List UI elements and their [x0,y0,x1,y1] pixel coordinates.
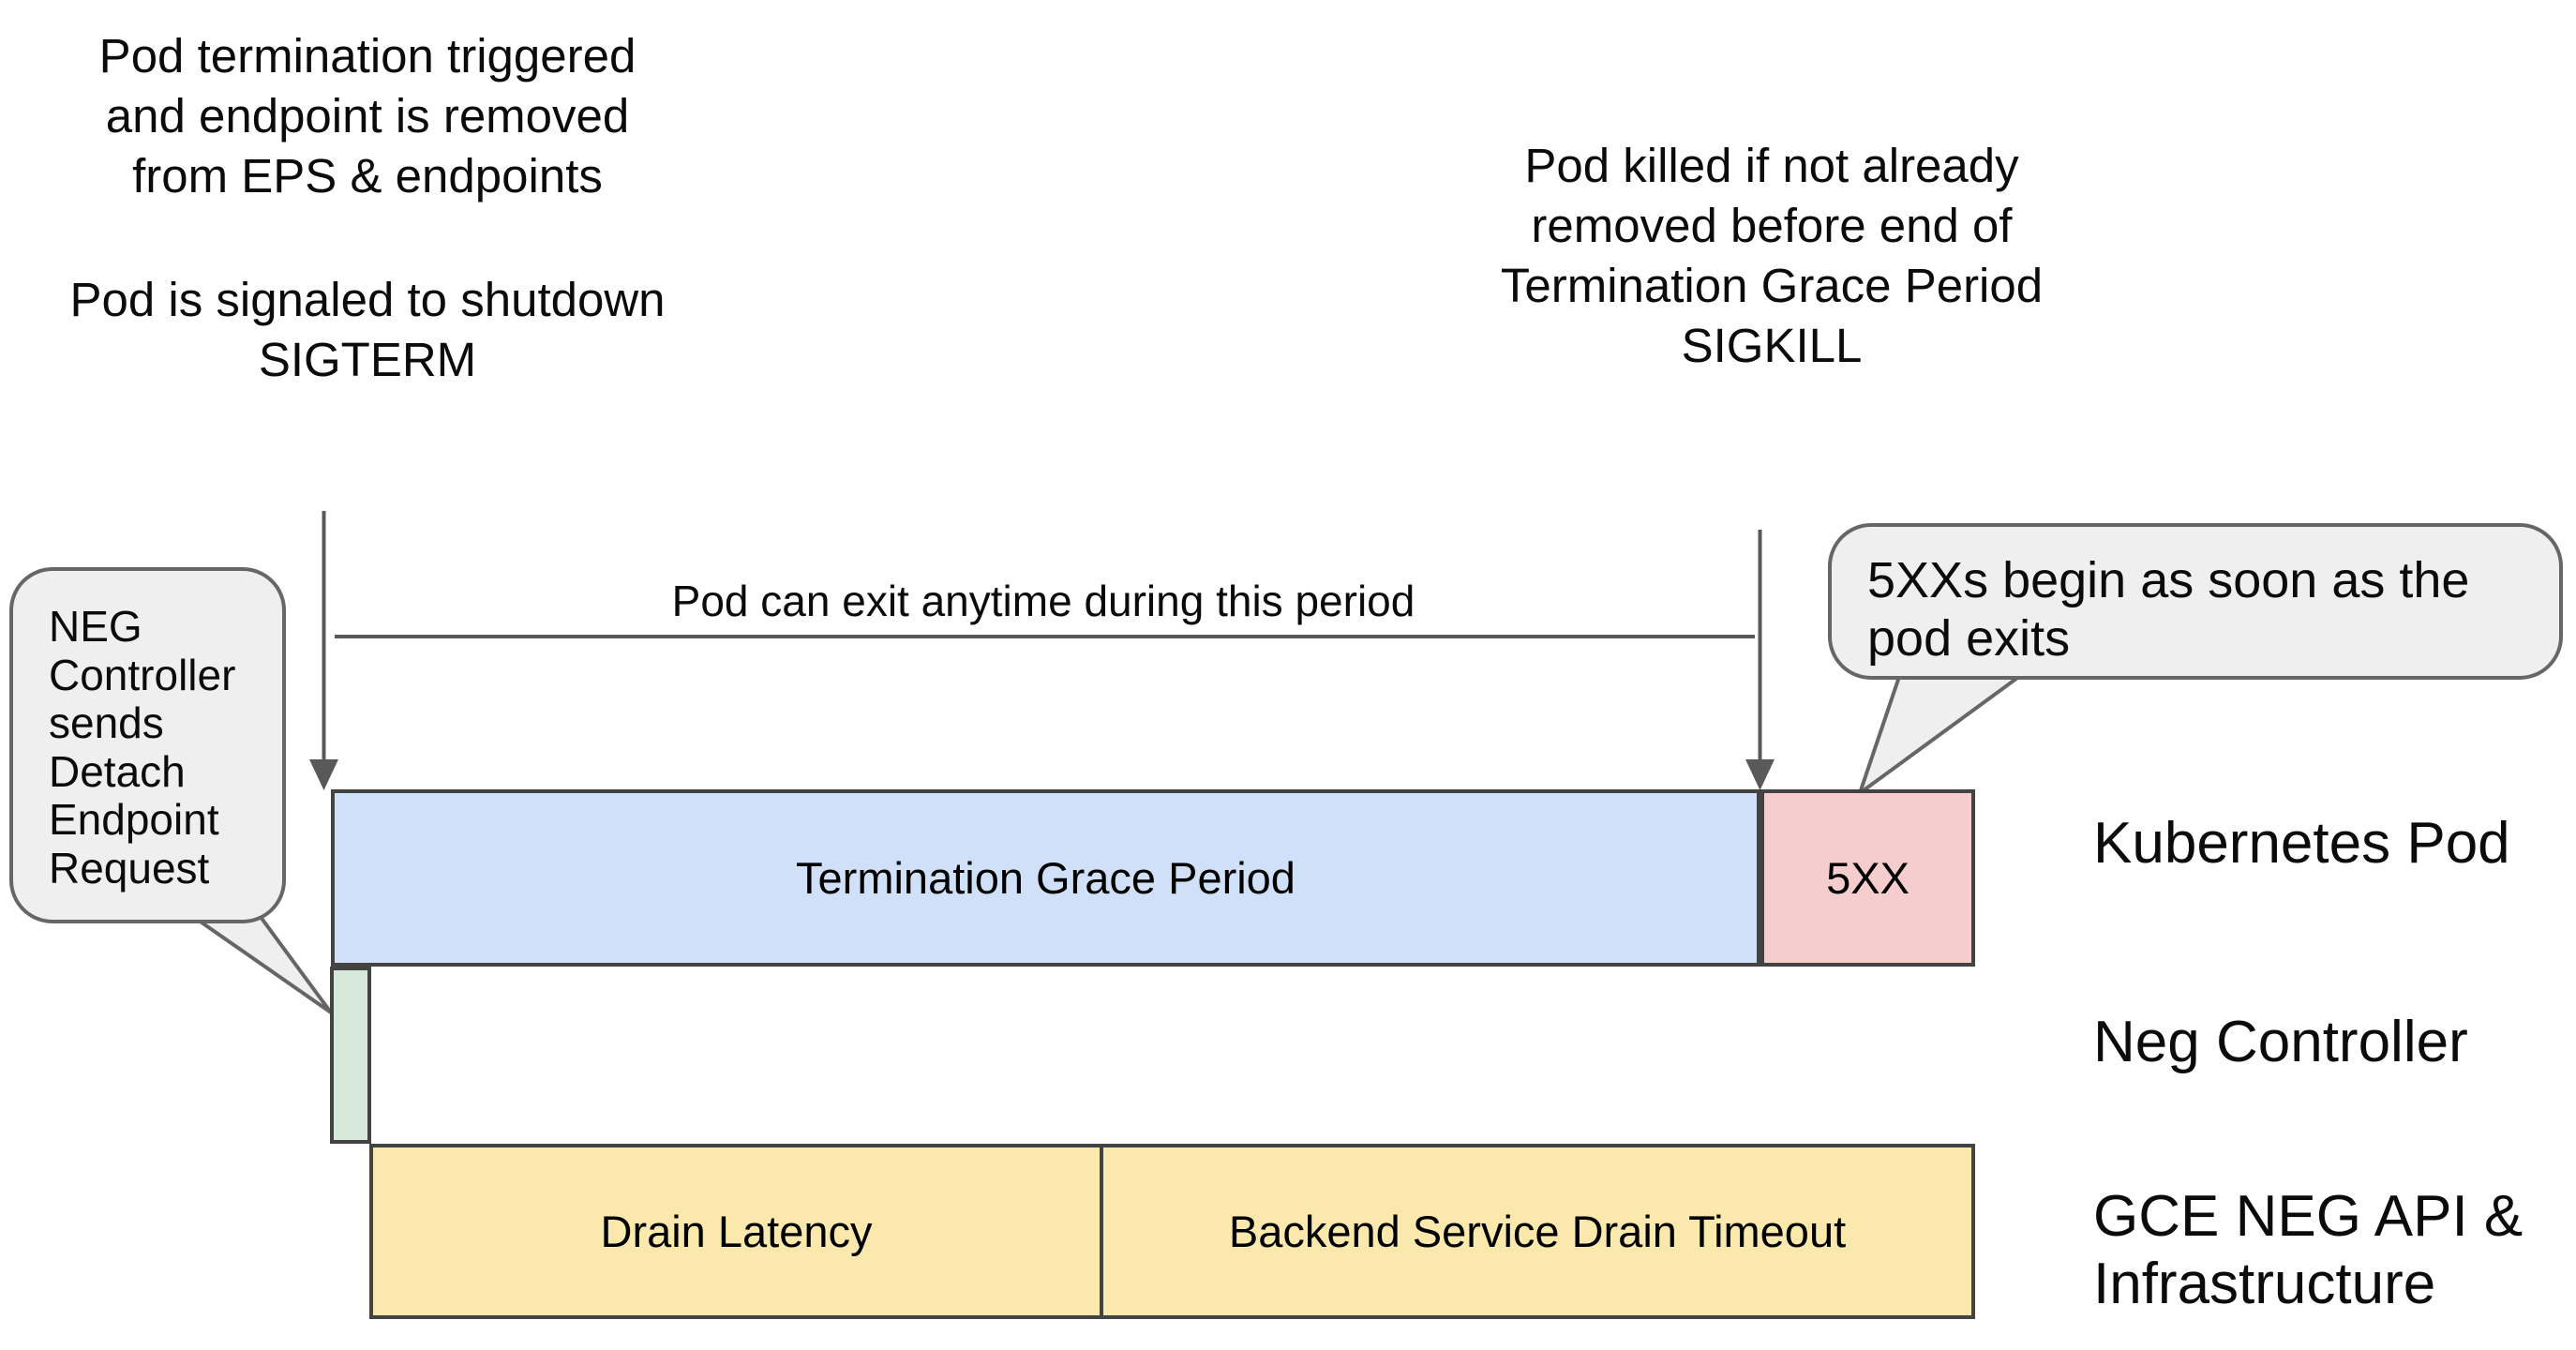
error-5xx-label: 5XX [1826,853,1910,903]
sigterm-arrow [309,511,338,790]
callout-line: Endpoint [49,795,219,844]
row-label-line: GCE NEG API & [2093,1184,2524,1249]
row-label-line: Infrastructure [2093,1252,2436,1316]
annotation-line: from EPS & endpoints [132,149,603,202]
annotation-paragraph: Pod termination triggered and endpoint i… [28,26,707,206]
sigkill-arrow [1745,530,1775,790]
right-callout-tail [1856,664,2041,799]
callout-line: Controller [49,650,236,699]
annotation-line: SIGKILL [1681,319,1863,372]
callout-line: pod exits [1867,610,2071,667]
drain-latency-label: Drain Latency [600,1207,873,1256]
annotation-line: removed before end of [1531,199,2013,252]
neg-controller-callout: NEG Controller sends Detach Endpoint Req… [9,567,286,923]
row-label-gce-neg-api: GCE NEG API & Infrastructure [2093,1183,2523,1318]
annotation-paragraph: Pod is signaled to shutdown SIGTERM [28,270,707,390]
backend-drain-timeout-label: Backend Service Drain Timeout [1228,1207,1847,1256]
annotation-line: Termination Grace Period [1500,259,2044,312]
callout-line: sends [49,698,164,747]
error-5xx-bar: 5XX [1760,789,1975,967]
annotation-pod-killed: Pod killed if not already removed before… [1444,136,2100,376]
annotation-line: Pod is signaled to shutdown [69,273,666,326]
left-callout-tail [176,908,333,1014]
annotation-pod-termination: Pod termination triggered and endpoint i… [28,26,707,390]
gce-drain-bar: Drain Latency Backend Service Drain Time… [369,1144,1975,1319]
annotation-line: and endpoint is removed [105,89,630,142]
callout-line: NEG [49,602,142,651]
row-label-neg-controller: Neg Controller [2093,1010,2468,1074]
drain-latency-cell: Drain Latency [373,1148,1100,1315]
period-span-label: Pod can exit anytime during this period [671,577,1415,625]
annotation-line: SIGTERM [258,333,477,386]
backend-drain-timeout-cell: Backend Service Drain Timeout [1100,1148,1971,1315]
neg-controller-detach-bar [330,967,371,1144]
termination-grace-period-bar: Termination Grace Period [331,789,1760,967]
annotation-line: Pod killed if not already [1524,139,2019,192]
fivexx-begin-callout: 5XXs begin as soon as the pod exits [1828,523,2563,680]
annotation-line: Pod termination triggered [98,29,637,82]
annotation-paragraph: Pod killed if not already removed before… [1444,136,2100,376]
row-label-kubernetes-pod: Kubernetes Pod [2093,811,2510,876]
callout-line: 5XXs begin as soon as the [1867,552,2470,608]
callout-line: Request [49,843,210,892]
termination-grace-period-label: Termination Grace Period [796,853,1295,903]
callout-line: Detach [49,746,186,796]
